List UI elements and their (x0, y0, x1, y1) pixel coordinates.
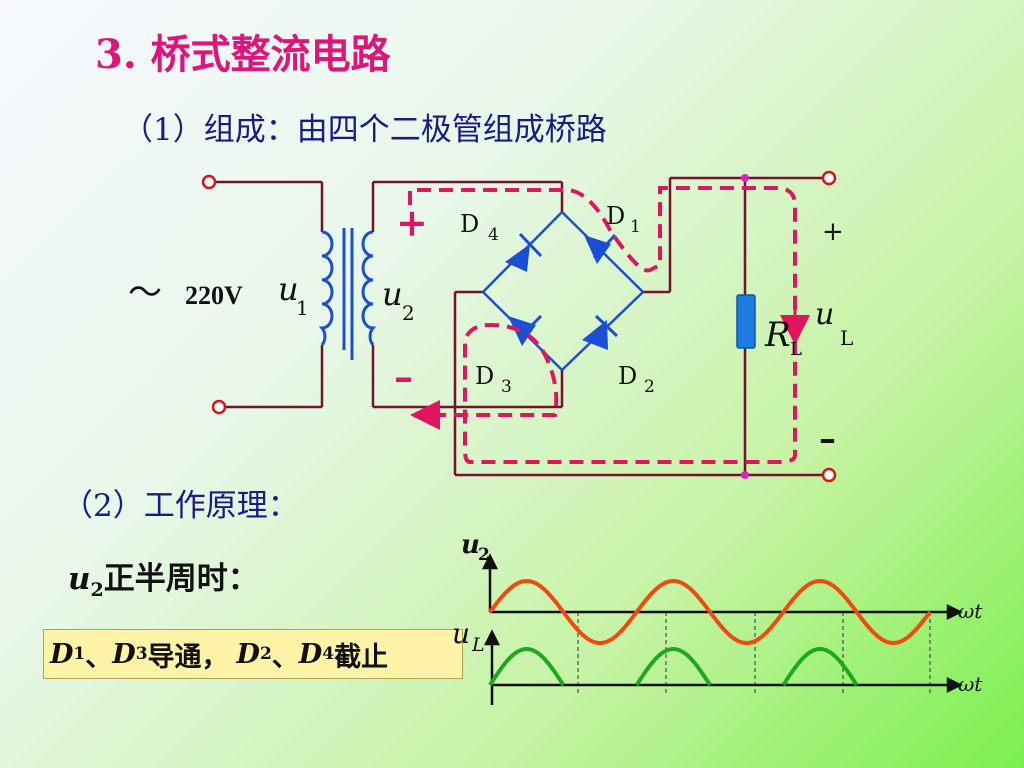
output-terminal-top (821, 170, 837, 186)
u2-axis-label-sub: 2 (478, 545, 490, 565)
status-d2: D (236, 638, 260, 670)
secondary-plus-sign: + (396, 200, 428, 245)
input-terminal-top (201, 174, 217, 190)
uL-axis-label-var: u (452, 617, 470, 650)
status-d1-sub: 1 (73, 644, 86, 664)
waveform-guide-lines (577, 612, 931, 695)
d4-sub: 4 (488, 225, 499, 245)
node-bottom (741, 471, 749, 479)
primary-wires (216, 180, 324, 409)
u2-axis-label-var: u (461, 530, 480, 560)
load-label: R (764, 315, 791, 355)
status-d4-sub: 4 (322, 644, 335, 664)
uL-sub: L (840, 326, 853, 350)
half-cycle-sub: 2 (90, 579, 104, 602)
slide-title: 3. 桥式整流电路 (95, 31, 391, 78)
status-on-text: 导通， (147, 641, 229, 673)
diode-d3-symbol (508, 314, 543, 346)
load-sub: L (790, 339, 802, 360)
half-cycle-var: u (68, 561, 91, 597)
diode-d4-symbol (505, 232, 543, 272)
half-cycle-label: u2正半周时： (68, 553, 259, 601)
current-path-upper (408, 186, 797, 464)
diode-d2-symbol (582, 314, 619, 350)
d2-label: D (618, 362, 637, 390)
secondary-minus-sign: – (394, 354, 413, 399)
d1-sub: 1 (630, 217, 641, 237)
d3-sub: 3 (501, 377, 512, 397)
uL-var: u (815, 297, 834, 332)
secondary-coil (361, 230, 377, 346)
u2-sub: 2 (402, 301, 415, 325)
uL-xlabel: ωt (958, 672, 983, 696)
secondary-wires (371, 176, 822, 477)
output-plus-sign: + (822, 217, 844, 247)
u1-var: u (278, 270, 299, 308)
diode-d1-symbol (584, 233, 617, 264)
half-cycle-text: 正半周时： (103, 561, 259, 597)
uL-axis-label-sub: L (471, 634, 485, 656)
output-terminal-bottom (821, 467, 837, 483)
u2-var: u (382, 275, 403, 313)
principle-heading: （2）工作原理： (62, 488, 299, 524)
d4-label: D (460, 210, 479, 238)
d1-label: D (606, 202, 625, 230)
status-off-text: 截止 (334, 641, 389, 673)
status-d4: D (298, 638, 323, 670)
load-resistor (736, 294, 756, 349)
uL-rectified-series (488, 647, 859, 687)
status-d3: D (112, 638, 136, 670)
source-voltage-label: 220V (185, 281, 243, 310)
input-terminal-bottom (211, 399, 227, 415)
status-sep1: 、 (85, 641, 113, 673)
u2-xlabel: ωt (958, 599, 983, 623)
uL-axes (483, 629, 963, 705)
output-minus-sign: – (819, 419, 836, 459)
u2-axes (481, 553, 963, 621)
composition-heading: （1）组成：由四个二极管组成桥路 (122, 112, 607, 148)
status-d2-sub: 2 (259, 644, 272, 664)
d2-sub: 2 (644, 377, 655, 397)
u1-sub: 1 (296, 296, 309, 320)
node-top (741, 174, 749, 182)
u2-sine-series (488, 579, 932, 645)
status-d3-sub: 3 (135, 644, 148, 664)
status-d1: D (50, 638, 74, 670)
status-sep2: 、 (271, 641, 299, 673)
primary-coil (318, 230, 334, 346)
ac-source-symbol: ～ (128, 273, 162, 313)
d3-label: D (475, 362, 494, 390)
